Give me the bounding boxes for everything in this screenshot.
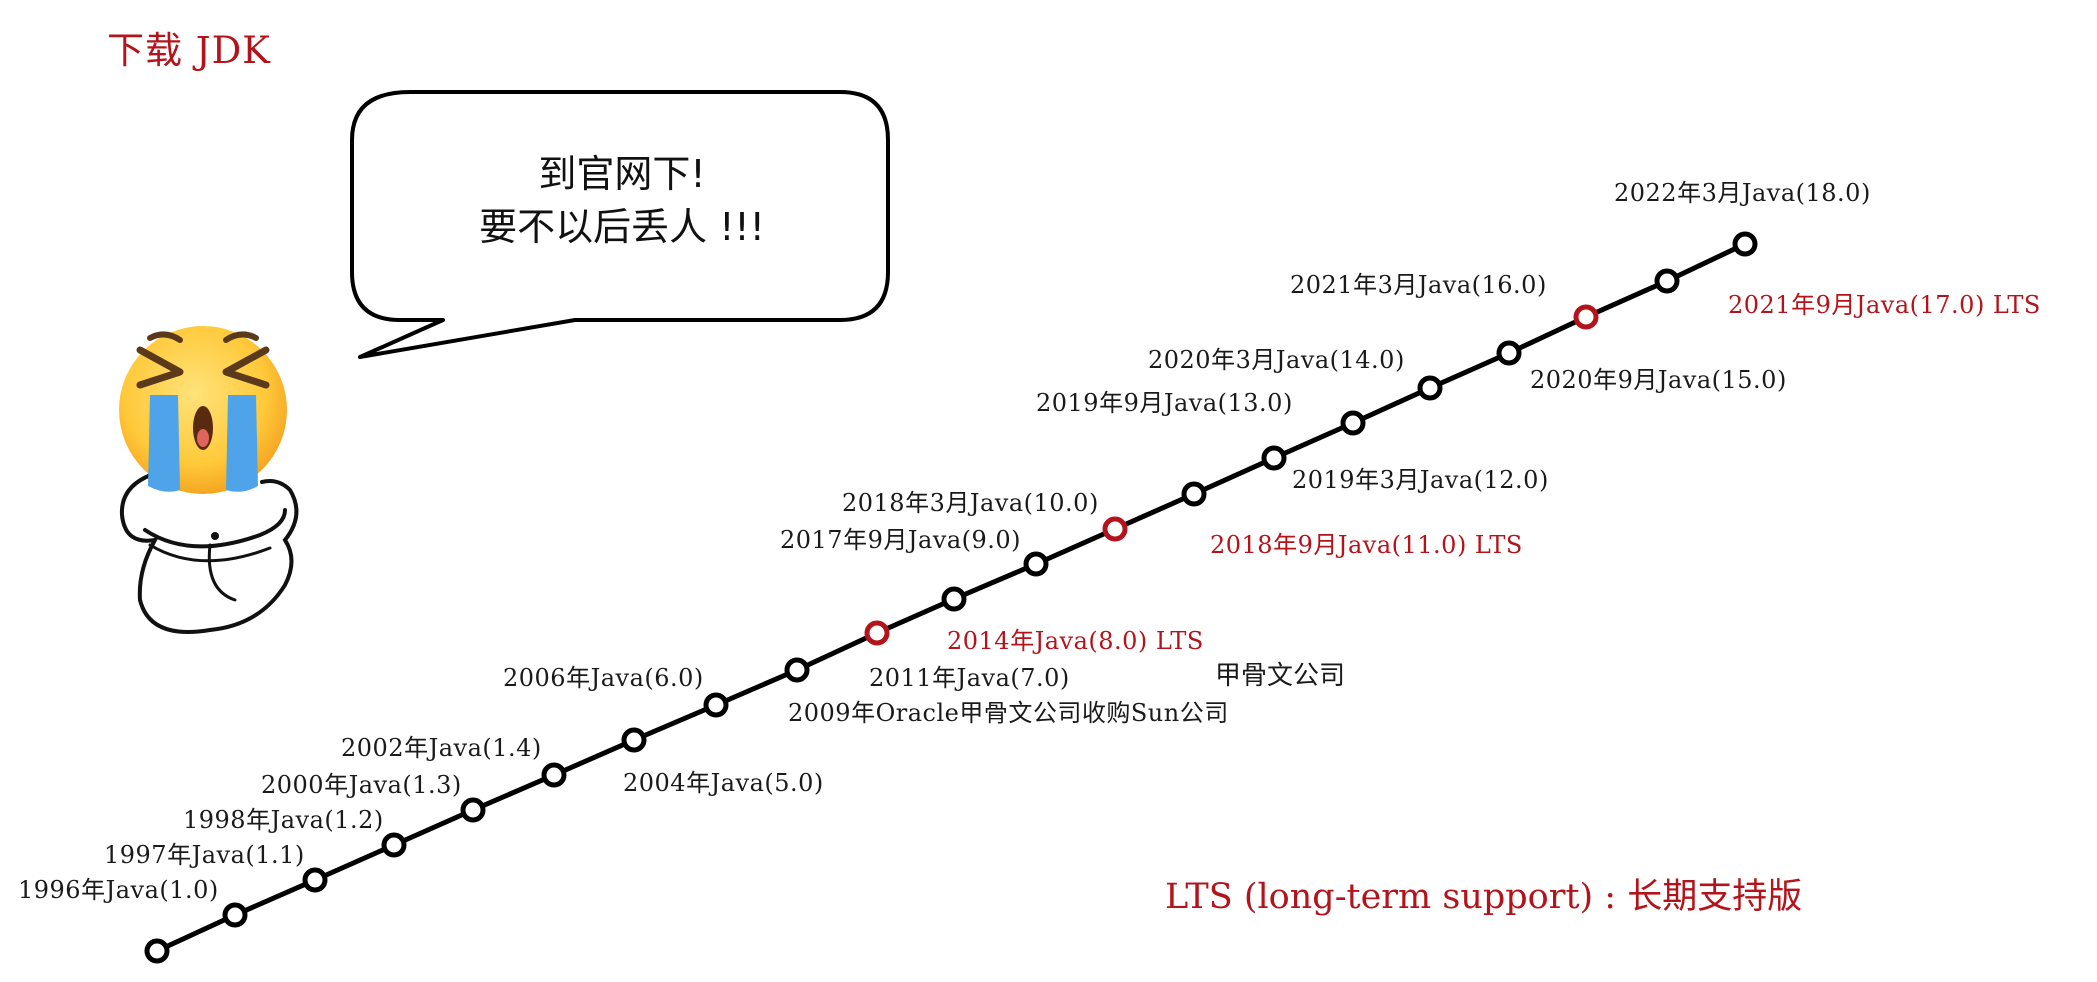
bubble-line-1: 到官网下! — [538, 152, 706, 196]
timeline — [144, 231, 1758, 964]
timeline-label: 2018年3月Java(10.0) — [842, 489, 1099, 517]
timeline-label: 2022年3月Java(18.0) — [1614, 179, 1871, 207]
oracle-extra-label: 甲骨文公司 — [1215, 661, 1346, 691]
timeline-node — [1261, 445, 1287, 471]
timeline-node — [1181, 481, 1207, 507]
timeline-node — [460, 797, 486, 823]
timeline-node — [1340, 410, 1366, 436]
crying-face-icon — [119, 326, 299, 634]
timeline-label: 2004年Java(5.0) — [623, 769, 824, 797]
timeline-node — [621, 727, 647, 753]
timeline-node-lts — [1102, 516, 1128, 542]
timeline-label: 2021年3月Java(16.0) — [1290, 271, 1547, 299]
timeline-node — [302, 867, 328, 893]
timeline-node-lts — [1573, 304, 1599, 330]
timeline-label: 2011年Java(7.0) — [869, 664, 1070, 692]
timeline-node — [541, 762, 567, 788]
timeline-node — [1654, 268, 1680, 294]
timeline-label: 2002年Java(1.4) — [341, 734, 542, 762]
lts-note: LTS (long-term support) : 长期支持版 — [1165, 877, 1803, 917]
timeline-label: 2019年9月Java(13.0) — [1036, 389, 1293, 417]
speech-bubble — [350, 90, 890, 359]
page-title: 下载 JDK — [107, 29, 271, 72]
timeline-label: 1998年Java(1.2) — [183, 806, 384, 834]
bubble-line-2: 要不以后丢人 !!! — [479, 205, 765, 249]
timeline-label: 2000年Java(1.3) — [261, 771, 462, 799]
timeline-node — [1023, 551, 1049, 577]
timeline-label: 2009年Oracle甲骨文公司收购Sun公司 — [788, 699, 1229, 727]
timeline-label: 1996年Java(1.0) — [18, 876, 219, 904]
timeline-node — [1417, 375, 1443, 401]
timeline-node — [1732, 231, 1758, 257]
timeline-label: 2020年3月Java(14.0) — [1148, 346, 1405, 374]
timeline-label: 2020年9月Java(15.0) — [1530, 366, 1787, 394]
timeline-label: 2018年9月Java(11.0) LTS — [1210, 531, 1523, 559]
timeline-label: 2014年Java(8.0) LTS — [947, 627, 1204, 655]
timeline-label: 2019年3月Java(12.0) — [1292, 466, 1549, 494]
timeline-node — [784, 657, 810, 683]
timeline-node — [222, 902, 248, 928]
timeline-label: 1997年Java(1.1) — [104, 841, 305, 869]
timeline-node-lts — [864, 620, 890, 646]
speech-bubble-text: 到官网下! 要不以后丢人 !!! — [352, 148, 892, 254]
timeline-node — [941, 586, 967, 612]
timeline-node — [1496, 340, 1522, 366]
timeline-node — [381, 832, 407, 858]
timeline-node — [144, 938, 170, 964]
timeline-label: 2021年9月Java(17.0) LTS — [1728, 291, 2041, 319]
timeline-label: 2006年Java(6.0) — [503, 664, 704, 692]
timeline-label: 2017年9月Java(9.0) — [780, 526, 1022, 554]
timeline-node — [703, 692, 729, 718]
